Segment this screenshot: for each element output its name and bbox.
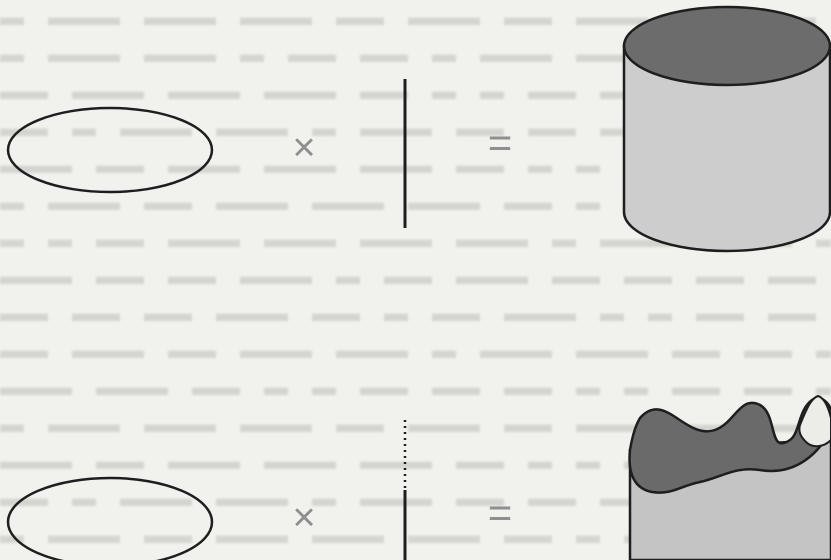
multiplication-sign: ×: [292, 496, 315, 540]
ellipse-icon: [8, 478, 212, 560]
diagram-row-2: × =: [8, 396, 831, 560]
ellipse-icon: [8, 108, 212, 192]
equals-sign: =: [488, 119, 513, 166]
equals-sign: =: [488, 489, 513, 536]
wavy-cylinder-icon: [630, 396, 831, 560]
diagram-row-1: × =: [8, 7, 830, 251]
cylinder-icon: [624, 7, 830, 251]
multiplication-sign: ×: [292, 126, 315, 170]
